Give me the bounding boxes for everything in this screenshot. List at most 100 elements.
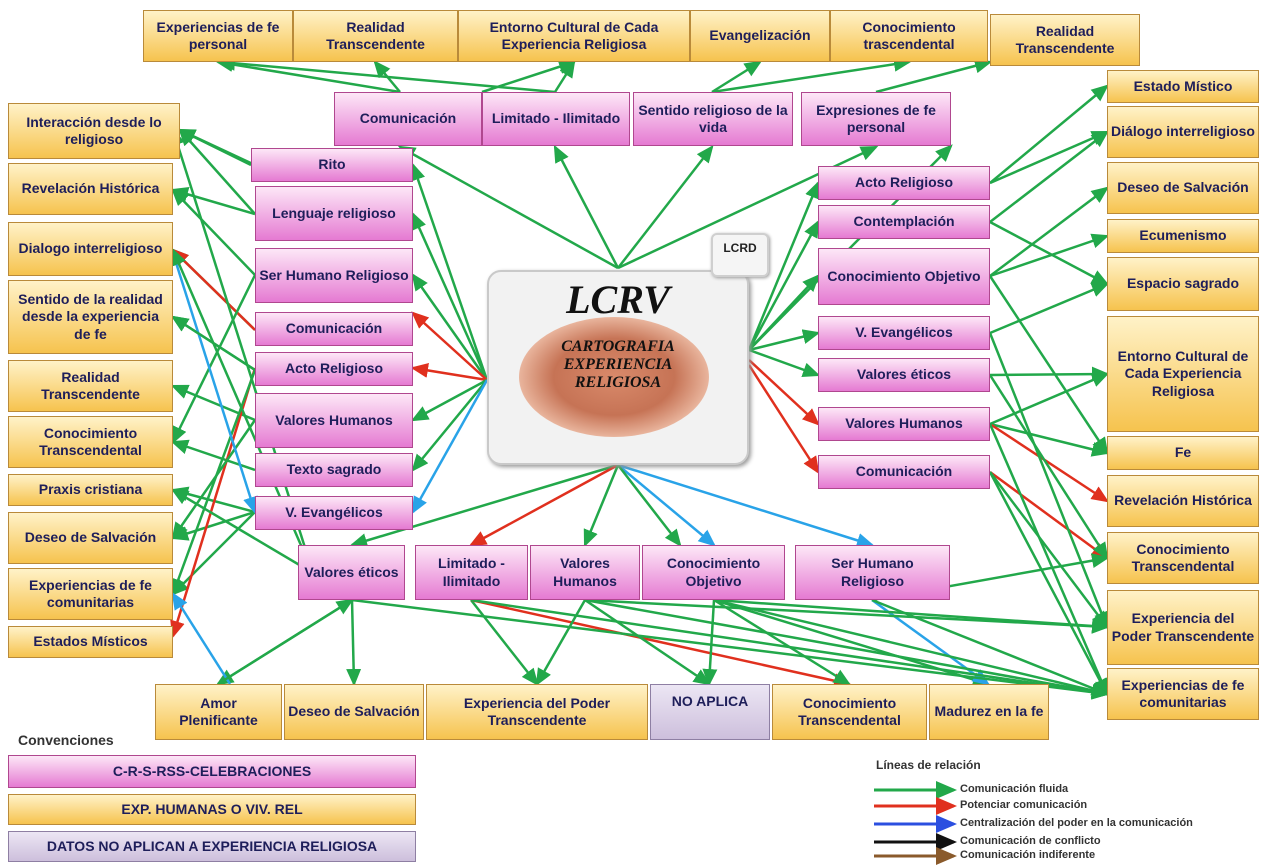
node-limitado-ilimitado-bottom: Limitado - Ilimitado: [415, 545, 528, 600]
node-contemplacion: Contemplación: [818, 205, 990, 239]
relation-arrow: [346, 599, 362, 687]
node-v-evangelicos-left: V. Evangélicos: [255, 496, 413, 530]
node-experiencias-fe-personal: Experiencias de fe personal: [143, 10, 293, 62]
relation-arrow: [171, 248, 256, 331]
node-entorno-cultural-top: Entorno Cultural de Cada Experiencia Rel…: [458, 10, 690, 62]
relation-arrow: [711, 60, 763, 94]
relation-arrow: [584, 598, 1110, 634]
node-evangelizacion: Evangelización: [690, 10, 830, 62]
relation-arrow: [470, 598, 852, 689]
node-v-evangelicos-right: V. Evangélicos: [818, 316, 990, 350]
lcrd-badge: LCRD: [711, 233, 769, 277]
relation-arrow: [747, 180, 820, 351]
relation-arrow: [989, 471, 1109, 629]
legend-label-centralizacion: Centralización del poder en la comunicac…: [960, 817, 1193, 829]
convention-no-aplican: DATOS NO APLICAN A EXPERIENCIA RELIGIOSA: [8, 831, 416, 862]
node-interaccion-religioso: Interacción desde lo religioso: [8, 103, 180, 159]
relation-arrow: [470, 599, 539, 686]
relation-arrow: [217, 598, 355, 686]
relation-arrow: [584, 598, 712, 686]
node-estado-mistico: Estado Místico: [1107, 70, 1259, 103]
node-sentido-realidad: Sentido de la realidad desde la experien…: [8, 280, 173, 354]
node-valores-eticos-right: Valores éticos: [818, 358, 990, 392]
relation-arrow: [215, 57, 401, 94]
node-conocimiento-transcendental-left: Conocimiento Transcendental: [8, 416, 173, 468]
node-madurez-fe: Madurez en la fe: [929, 684, 1049, 740]
node-acto-religioso-left: Acto Religioso: [255, 352, 413, 386]
node-praxis-cristiana: Praxis cristiana: [8, 474, 173, 506]
relation-arrow: [747, 364, 820, 475]
node-valores-humanos-right: Valores Humanos: [818, 407, 990, 441]
lines-legend-title: Líneas de relación: [876, 758, 981, 772]
relation-arrow: [171, 591, 232, 685]
node-comunicacion-top: Comunicación: [334, 92, 482, 146]
node-ser-humano-religioso-left: Ser Humano Religioso: [255, 248, 413, 303]
node-revelacion-historica-right: Revelación Histórica: [1107, 475, 1259, 527]
relation-arrow: [178, 128, 256, 215]
node-entorno-cultural-right: Entorno Cultural de Cada Experiencia Rel…: [1107, 316, 1259, 432]
relation-arrow: [748, 359, 820, 426]
relation-arrow: [617, 145, 714, 269]
relation-arrow: [989, 186, 1109, 277]
node-fe: Fe: [1107, 436, 1259, 470]
node-experiencia-poder-bottom: Experiencia del Poder Transcendente: [426, 684, 648, 740]
relation-arrow: [410, 362, 488, 382]
relation-arrow: [171, 511, 256, 596]
legend-label-indiferente: Comunicación indiferente: [960, 849, 1096, 861]
relation-arrow: [989, 220, 1110, 286]
node-comunicacion-right: Comunicación: [818, 455, 990, 489]
relation-arrow: [989, 470, 1110, 560]
node-deseo-salvacion-bottom: Deseo de Salvación: [284, 684, 424, 740]
relation-arrow: [470, 598, 1110, 700]
relation-arrow: [989, 130, 1110, 185]
node-no-aplica: NO APLICA: [650, 684, 770, 740]
relation-arrow: [217, 55, 556, 94]
relation-arrow: [170, 249, 258, 515]
relation-arrow: [171, 188, 256, 276]
relation-arrow: [711, 56, 912, 94]
relation-arrow: [349, 463, 619, 548]
relation-arrow: [397, 145, 619, 270]
node-conocimiento-transcendental-bottom: Conocimiento Transcendental: [772, 684, 927, 740]
node-ecumenismo: Ecumenismo: [1107, 219, 1259, 253]
legend-label-conflicto: Comunicación de conflicto: [960, 835, 1101, 847]
relation-arrow: [702, 599, 718, 687]
relation-arrow: [988, 423, 1109, 697]
node-expresiones-fe-personal: Expresiones de fe personal: [801, 92, 951, 146]
relation-arrow: [989, 372, 1110, 426]
node-realidad-transcendente-top: Realidad Transcendente: [293, 10, 458, 62]
node-realidad-transcendente-left: Realidad Transcendente: [8, 360, 173, 412]
convention-celebraciones: C-R-S-RSS-CELEBRACIONES: [8, 755, 416, 788]
node-experiencias-comunitarias-right: Experiencias de fe comunitarias: [1107, 668, 1259, 720]
node-experiencias-comunitarias-left: Experiencias de fe comunitarias: [8, 568, 173, 620]
relation-arrow: [989, 282, 1110, 335]
node-dialogo-interreligioso-left: Dialogo interreligioso: [8, 222, 173, 276]
node-lenguaje-religioso: Lenguaje religioso: [255, 186, 413, 241]
relation-arrow: [989, 84, 1109, 184]
relation-arrow: [583, 464, 620, 548]
node-comunicacion-left: Comunicación: [255, 312, 413, 346]
relation-arrow: [713, 598, 1110, 698]
node-acto-religioso-right: Acto Religioso: [818, 166, 990, 200]
relation-arrow: [584, 598, 1110, 699]
node-revelacion-historica-left: Revelación Histórica: [8, 163, 173, 215]
node-estados-misticos: Estados Místicos: [8, 626, 173, 658]
legend-label-fluida: Comunicación fluida: [960, 783, 1069, 795]
node-sentido-religioso-vida: Sentido religioso de la vida: [633, 92, 793, 146]
relation-arrow: [988, 471, 1109, 697]
relation-arrow: [411, 379, 489, 515]
node-limitado-ilimitado-top: Limitado - Ilimitado: [482, 92, 630, 146]
relation-arrow: [170, 187, 256, 216]
relation-arrow: [617, 464, 716, 547]
relation-arrow: [411, 379, 488, 472]
relation-arrow: [553, 144, 620, 269]
legend-label-potenciar: Potenciar comunicación: [960, 799, 1088, 811]
relation-arrow: [410, 162, 489, 381]
relation-arrow: [351, 598, 1110, 700]
conventions-title: Convenciones: [18, 732, 114, 748]
relation-arrow: [170, 488, 314, 575]
node-deseo-salvacion-right: Deseo de Salvación: [1107, 162, 1259, 214]
relation-arrow: [170, 439, 256, 472]
relation-arrow: [177, 128, 252, 167]
